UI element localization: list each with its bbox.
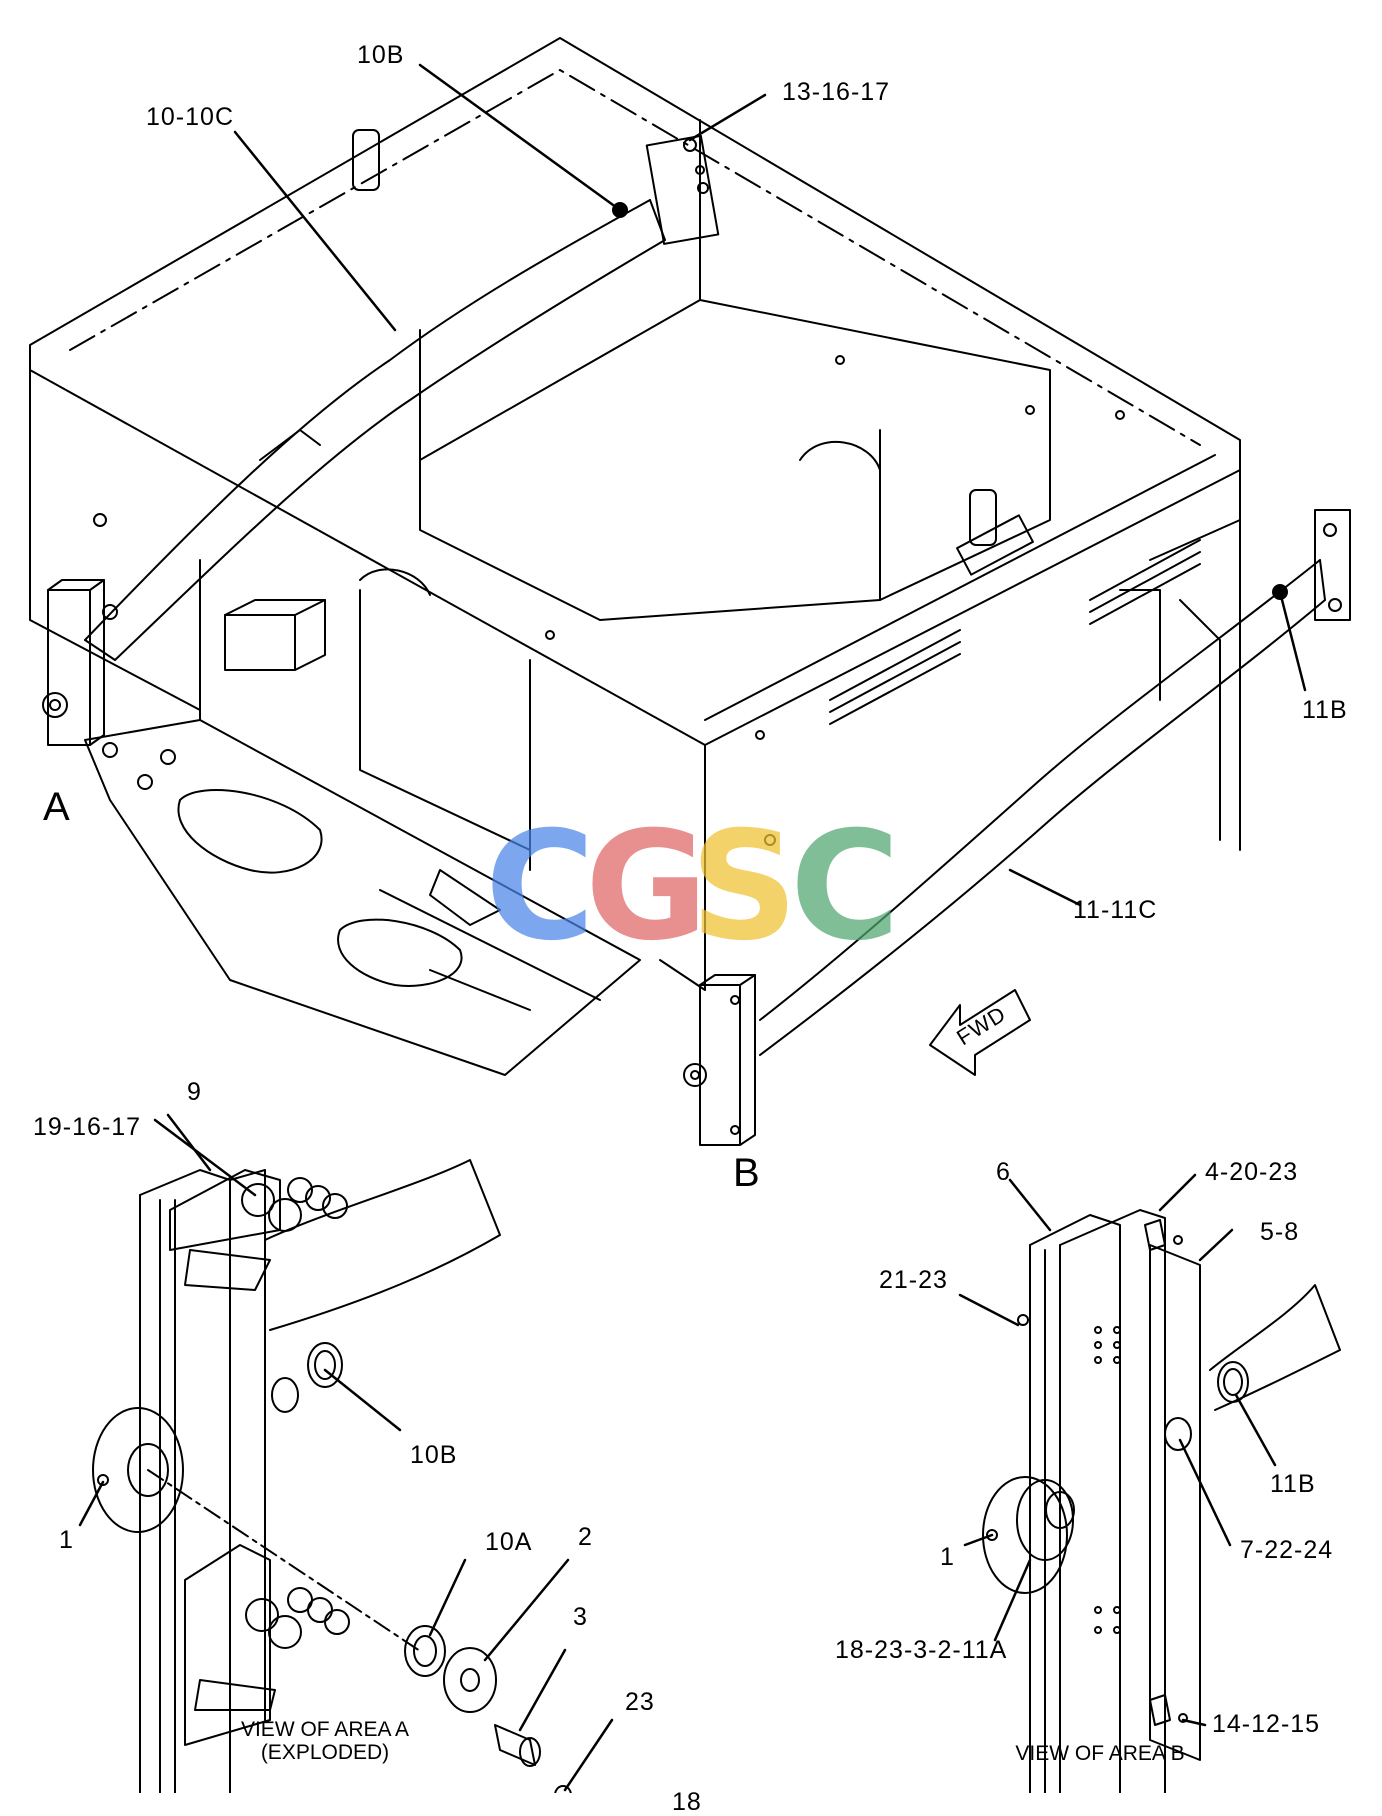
callout-13-16-17: 13-16-17	[782, 78, 891, 106]
callout-4-20-23: 4-20-23	[1205, 1158, 1299, 1186]
view-area-b	[958, 1173, 1341, 1793]
callout-10a: 10A	[485, 1528, 533, 1556]
callout-3: 3	[573, 1603, 588, 1631]
watermark-letter-3: S	[690, 800, 799, 974]
view-area-a	[78, 1113, 614, 1793]
callout-1-view-b: 1	[940, 1543, 955, 1571]
top-bracket	[645, 134, 720, 245]
callout-11b-top: 11B	[1302, 696, 1348, 724]
callout-1-view-a: 1	[59, 1526, 74, 1554]
callout-10b-top: 10B	[357, 41, 405, 69]
callout-2: 2	[578, 1523, 593, 1551]
main-frame	[29, 37, 1241, 1076]
callout-19-16-17: 19-16-17	[33, 1113, 142, 1141]
callout-21-23: 21-23	[879, 1266, 948, 1294]
callout-10-10c: 10-10C	[146, 103, 234, 131]
callout-area-a: A	[43, 785, 70, 829]
beam-10-10c	[84, 199, 666, 661]
callout-11b-view-b: 11B	[1270, 1470, 1316, 1498]
callout-area-b: B	[733, 1151, 760, 1195]
callout-18: 18	[672, 1788, 702, 1816]
end-pad-b	[683, 974, 756, 1146]
callout-9: 9	[187, 1078, 202, 1106]
end-pad-a	[42, 579, 118, 758]
watermark-letter-2: G	[585, 800, 709, 974]
watermark-letter-1: C	[485, 800, 596, 974]
leader-lines-main	[233, 63, 1307, 907]
watermark-letter-4: C	[790, 800, 901, 974]
callout-10b-view-a: 10B	[410, 1441, 458, 1469]
callout-18-23-3-2-11a: 18-23-3-2-11A	[835, 1636, 1008, 1664]
caption-view-area-a: VIEW OF AREA A (EXPLODED)	[200, 1718, 450, 1764]
callout-14-12-15: 14-12-15	[1212, 1710, 1321, 1738]
caption-view-area-a-line2: (EXPLODED)	[260, 1741, 390, 1765]
callout-23: 23	[625, 1688, 655, 1716]
callout-6: 6	[996, 1158, 1011, 1186]
callout-7-22-24: 7-22-24	[1240, 1536, 1334, 1564]
end-pad-right-top	[1314, 509, 1351, 621]
caption-view-area-b: VIEW OF AREA B	[1015, 1742, 1185, 1765]
caption-view-area-a-line1: VIEW OF AREA A	[240, 1718, 410, 1741]
callout-5-8: 5-8	[1260, 1218, 1300, 1246]
callout-11-11c: 11-11C	[1073, 896, 1158, 924]
watermark: C G S C	[485, 812, 925, 982]
fwd-arrow-shape	[929, 989, 1031, 1076]
